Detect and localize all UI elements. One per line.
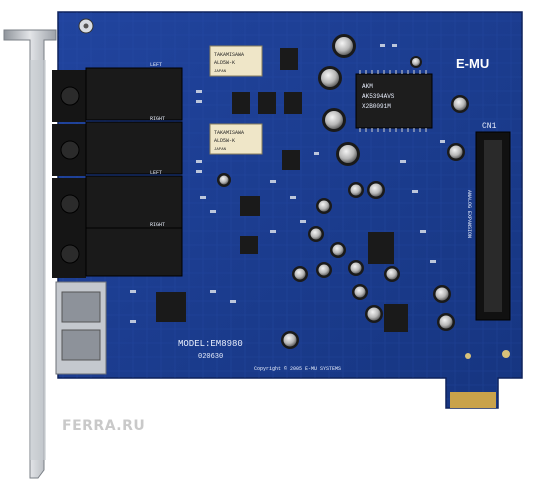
relay-bottom: TAKAMISAWA ALD5W-K JAPAN [209,123,263,155]
relay-top: TAKAMISAWA ALD5W-K JAPAN [209,45,263,77]
watermark: FERRA.RU [62,418,146,434]
model-label: MODEL:EM8980 [178,339,243,349]
digital-port [55,281,107,375]
smd-components [130,44,445,323]
revision-label: 020630 [198,353,223,361]
audio-jack [52,121,183,176]
svg-text:X2B0091M: X2B0091M [362,103,391,110]
capacitors [217,34,469,349]
svg-text:ALD5W-K: ALD5W-K [214,60,235,66]
gold-contacts [450,392,496,408]
audio-jack [52,67,183,122]
copyright-label: Copyright © 2005 E-MU SYSTEMS [254,365,341,372]
jack-label: LEFT [150,62,162,68]
akm-converter-chip: AKM AK5394AVS X2B0091M [355,70,433,132]
svg-text:AK5394AVS: AK5394AVS [362,93,395,100]
svg-text:JAPAN: JAPAN [214,148,227,152]
expansion-label: ANALOG EXPANSION [466,190,472,238]
mounting-hole [83,23,89,29]
small-ics [156,48,408,332]
jack-label: RIGHT [150,116,165,122]
svg-text:ALD5W-K: ALD5W-K [214,138,235,144]
jack-label: RIGHT [150,222,165,228]
cn1-label: CN1 [482,122,497,131]
svg-text:JAPAN: JAPAN [214,70,227,74]
metal-bracket [3,29,57,479]
cn1-header: CN1 ANALOG EXPANSION [466,122,511,321]
svg-text:TAKAMISAWA: TAKAMISAWA [214,52,244,58]
svg-text:TAKAMISAWA: TAKAMISAWA [214,130,244,136]
emu-logo: E-MU [456,56,489,71]
audio-jacks: LEFT RIGHT LEFT RIGHT [52,62,183,278]
audio-jack [52,227,183,278]
jack-label: LEFT [150,170,162,176]
svg-text:AKM: AKM [362,83,373,90]
audio-jack [52,175,183,230]
